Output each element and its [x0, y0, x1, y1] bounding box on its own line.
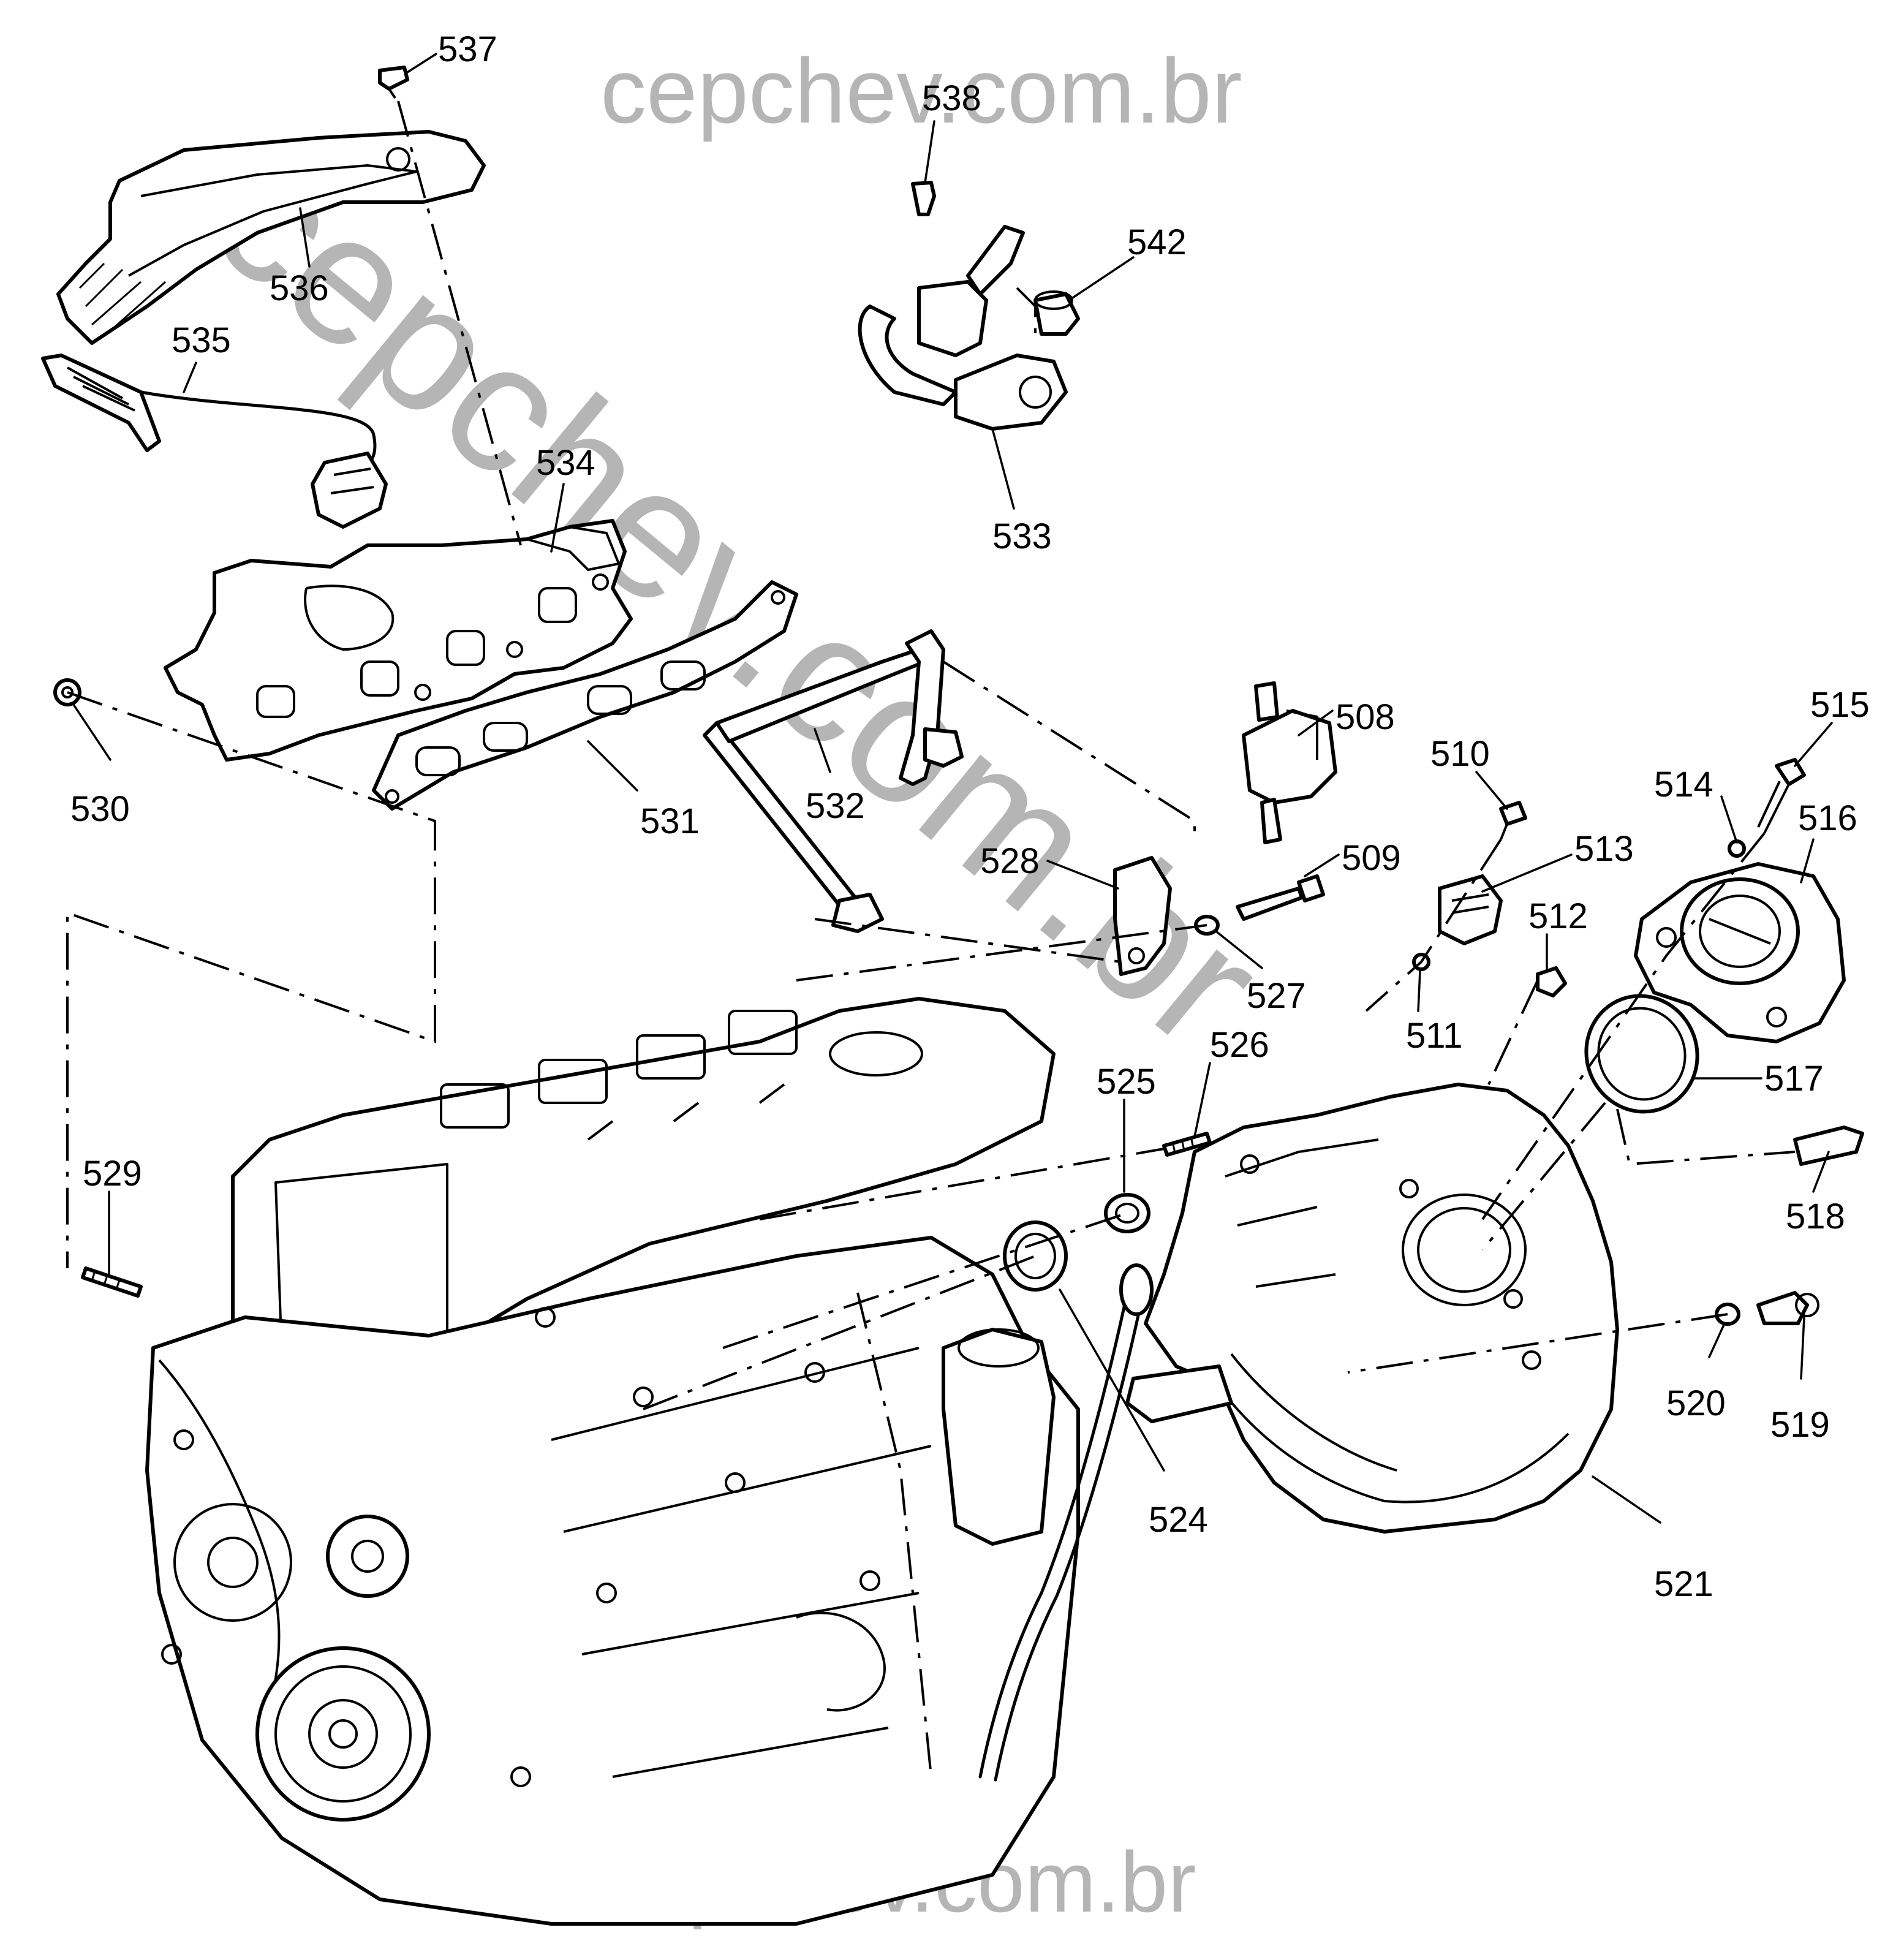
purge-valve-bracket — [1113, 856, 1172, 976]
leader-lines — [72, 53, 1833, 1524]
callout-labels: 537 538 542 536 535 533 534 530 531 532 … — [70, 29, 1870, 1604]
coolant-cap — [1033, 290, 1080, 336]
callout-527: 527 — [1247, 976, 1306, 1016]
callout-534: 534 — [536, 443, 595, 483]
nut-512 — [1536, 966, 1567, 997]
callout-542: 542 — [1127, 222, 1187, 262]
callout-509: 509 — [1342, 838, 1401, 878]
stud-526 — [1162, 1132, 1212, 1157]
callout-514: 514 — [1654, 765, 1713, 804]
callout-526: 526 — [1210, 1025, 1269, 1065]
bolt-510 — [1499, 801, 1527, 840]
callout-512: 512 — [1528, 896, 1588, 936]
exhaust-manifold — [164, 519, 633, 762]
callout-535: 535 — [172, 320, 231, 360]
seal-525 — [1104, 1193, 1150, 1233]
bolt-509 — [1236, 874, 1325, 921]
callout-532: 532 — [806, 786, 865, 826]
callout-516: 516 — [1798, 798, 1857, 838]
engine-block — [145, 997, 1154, 1926]
callout-517: 517 — [1764, 1059, 1824, 1099]
egr-pipe-assembly — [858, 225, 1068, 431]
callout-521: 521 — [1654, 1564, 1713, 1604]
callout-511: 511 — [1406, 1016, 1462, 1056]
callout-538: 538 — [922, 78, 981, 118]
exhaust-heat-shield — [56, 130, 486, 345]
callout-515: 515 — [1810, 685, 1870, 725]
map-sensor — [1438, 874, 1503, 945]
callout-531: 531 — [640, 801, 700, 841]
callout-518: 518 — [1786, 1197, 1845, 1236]
callout-525: 525 — [1097, 1062, 1156, 1102]
bolt-515 — [1757, 758, 1806, 834]
callout-533: 533 — [992, 516, 1052, 556]
callout-519: 519 — [1770, 1405, 1830, 1445]
callout-528: 528 — [980, 841, 1040, 881]
stud-529 — [81, 1266, 143, 1298]
exhaust-manifold-gasket — [372, 580, 798, 811]
callout-520: 520 — [1666, 1383, 1726, 1423]
bolt-519 — [1756, 1291, 1819, 1325]
oxygen-sensor — [41, 354, 388, 529]
throttle-body — [1634, 862, 1846, 1043]
watermark-top: cepchev.com.br — [600, 39, 1242, 142]
callout-510: 510 — [1430, 734, 1490, 774]
callout-536: 536 — [270, 268, 329, 308]
callout-530: 530 — [70, 789, 130, 829]
callout-529: 529 — [83, 1154, 142, 1194]
callout-513: 513 — [1574, 829, 1634, 869]
seal-524 — [1003, 1220, 1068, 1292]
purge-solenoid — [1242, 681, 1337, 844]
alignment-lines — [66, 100, 1796, 1777]
callout-508: 508 — [1335, 697, 1395, 737]
coolant-pipe — [703, 629, 964, 933]
intake-manifold — [1125, 1083, 1619, 1534]
throttle-body-gasket — [1584, 994, 1699, 1114]
bolt-518 — [1793, 1126, 1864, 1166]
bolt-538 — [911, 181, 936, 216]
bolt-537 — [378, 66, 409, 99]
callout-537: 537 — [438, 29, 497, 69]
callout-524: 524 — [1149, 1500, 1208, 1540]
